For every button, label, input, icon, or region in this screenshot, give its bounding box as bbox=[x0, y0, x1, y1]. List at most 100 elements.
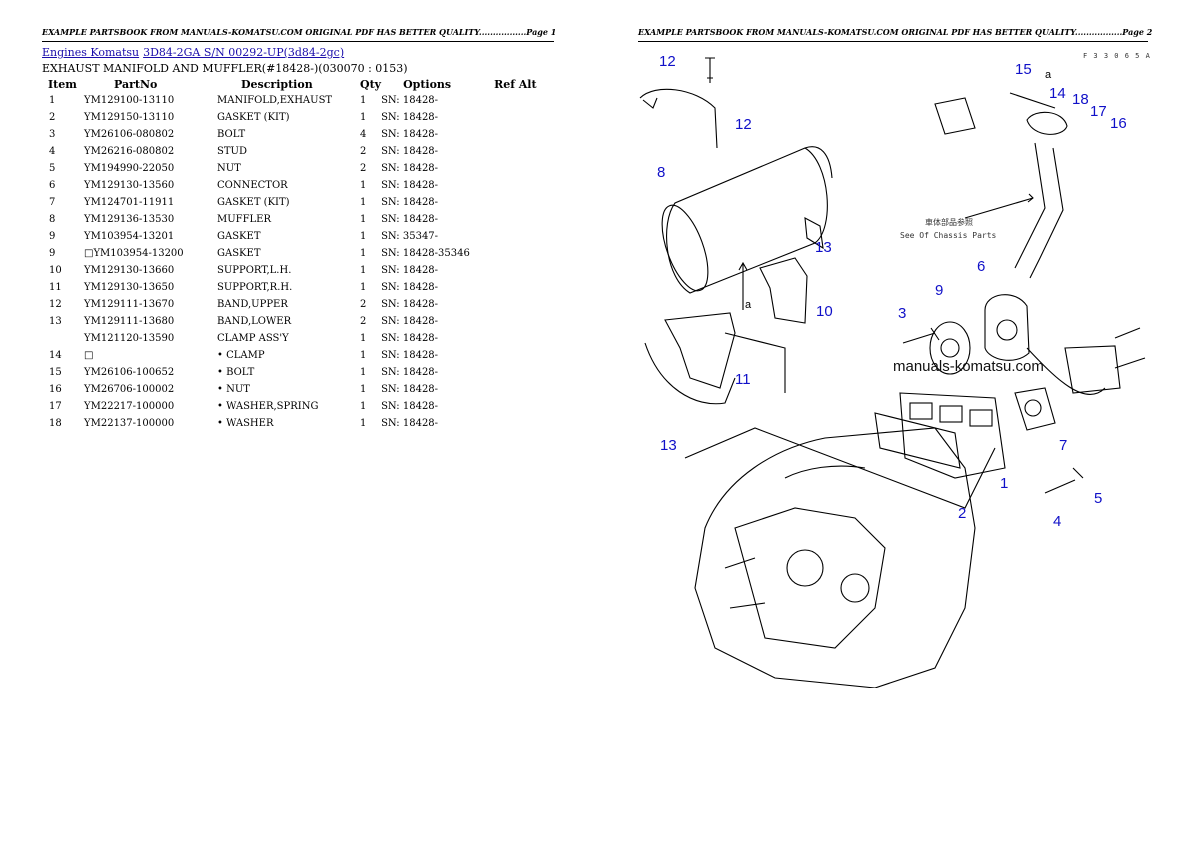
cell-options: SN: 18428- bbox=[381, 265, 439, 276]
cell-qty: 1 bbox=[360, 197, 367, 208]
header-item: Item bbox=[48, 77, 77, 91]
cell-ref-alt bbox=[494, 143, 544, 160]
cell-partno: YM121120-13590 bbox=[84, 333, 175, 344]
cell-options: SN: 18428- bbox=[381, 401, 439, 412]
callout-8: 8 bbox=[657, 164, 665, 181]
cell-ref-alt bbox=[494, 109, 544, 126]
cell-ref-alt bbox=[494, 92, 544, 109]
gasket-2-shape bbox=[874, 412, 961, 469]
callout-11: 11 bbox=[735, 371, 751, 388]
cell-qty: 1 bbox=[360, 95, 367, 106]
callout-2: 2 bbox=[958, 505, 966, 522]
cell-item: 2 bbox=[49, 112, 56, 123]
breadcrumb-link-engines[interactable]: Engines Komatsu bbox=[42, 46, 140, 59]
cell-ref-alt bbox=[494, 228, 544, 245]
cell-description: MANIFOLD,EXHAUST bbox=[217, 95, 333, 106]
outlet-flange bbox=[1064, 345, 1121, 394]
cell-ref-alt bbox=[494, 347, 544, 364]
callout-6: 6 bbox=[977, 258, 985, 275]
cell-item: 1 bbox=[49, 95, 56, 106]
callout-18: 18 bbox=[1072, 91, 1089, 108]
callout-15: 15 bbox=[1015, 61, 1032, 78]
breadcrumb-link-model[interactable]: 3D84-2GA S/N 00292-UP(3d84-2gc) bbox=[143, 46, 345, 59]
cell-partno: YM26106-080802 bbox=[84, 129, 175, 140]
header-description: Description bbox=[241, 77, 313, 91]
cell-description: SUPPORT,R.H. bbox=[217, 282, 293, 293]
cell-description: MUFFLER bbox=[217, 214, 272, 225]
cell-description: STUD bbox=[217, 146, 247, 157]
cell-item: 8 bbox=[49, 214, 56, 225]
cell-qty: 1 bbox=[360, 418, 367, 429]
watermark: manuals-komatsu.com bbox=[893, 358, 1044, 375]
cell-qty: 1 bbox=[360, 282, 367, 293]
bolt-shape bbox=[705, 57, 715, 83]
cell-qty: 2 bbox=[360, 316, 367, 327]
callout-13-right: 13 bbox=[815, 239, 832, 256]
cell-options: SN: 18428- bbox=[381, 299, 439, 310]
callout-14: 14 bbox=[1049, 85, 1066, 102]
header-ref-alt: Ref Alt bbox=[494, 77, 537, 91]
cell-partno: YM22137-100000 bbox=[84, 418, 175, 429]
diagram-lines bbox=[639, 57, 1146, 688]
cell-description: • BOLT bbox=[217, 367, 255, 378]
cell-item: 10 bbox=[49, 265, 62, 276]
cell-options: SN: 18428- bbox=[381, 180, 439, 191]
header-partno: PartNo bbox=[114, 77, 158, 91]
cell-partno: YM129130-13560 bbox=[84, 180, 175, 191]
cell-qty: 2 bbox=[360, 146, 367, 157]
drawing-code: F 3 3 0 6 5 A bbox=[1083, 52, 1151, 60]
cell-partno: YM129130-13650 bbox=[84, 282, 175, 293]
page-banner: EXAMPLE PARTSBOOK FROM MANUALS-KOMATSU.C… bbox=[638, 27, 1152, 42]
cell-options: SN: 18428- bbox=[381, 333, 439, 344]
cell-description: SUPPORT,L.H. bbox=[217, 265, 292, 276]
cell-options: SN: 18428- bbox=[381, 112, 439, 123]
cell-partno: YM129130-13660 bbox=[84, 265, 175, 276]
connector-shape bbox=[984, 294, 1030, 361]
cell-qty: 2 bbox=[360, 299, 367, 310]
lower-band-bottom bbox=[644, 342, 736, 405]
cell-description: GASKET bbox=[217, 248, 261, 259]
cell-item: 18 bbox=[49, 418, 62, 429]
cell-partno: YM26216-080802 bbox=[84, 146, 175, 157]
cell-partno: □YM103954-13200 bbox=[84, 248, 184, 259]
cell-description: GASKET bbox=[217, 231, 261, 242]
cell-item: 3 bbox=[49, 129, 56, 140]
cell-ref-alt bbox=[494, 296, 544, 313]
right-page: EXAMPLE PARTSBOOK FROM MANUALS-KOMATSU.C… bbox=[595, 0, 1190, 842]
cell-description: CLAMP ASS'Y bbox=[217, 333, 289, 344]
cell-ref-alt bbox=[494, 194, 544, 211]
cell-qty: 4 bbox=[360, 129, 367, 140]
cell-options: SN: 18428- bbox=[381, 350, 439, 361]
stud-4-shape bbox=[1044, 467, 1084, 494]
cell-item: 9 bbox=[49, 248, 56, 259]
cell-description: BAND,LOWER bbox=[217, 316, 292, 327]
cell-partno: YM26106-100652 bbox=[84, 367, 175, 378]
cell-options: SN: 18428- bbox=[381, 163, 439, 174]
page-banner: EXAMPLE PARTSBOOK FROM MANUALS-KOMATSU.C… bbox=[42, 27, 556, 42]
cell-qty: 1 bbox=[360, 180, 367, 191]
cell-item: 11 bbox=[49, 282, 62, 293]
cell-description: • CLAMP bbox=[217, 350, 265, 361]
cell-qty: 1 bbox=[360, 384, 367, 395]
cell-item: 5 bbox=[49, 163, 56, 174]
cell-options: SN: 18428- bbox=[381, 197, 439, 208]
cell-options: SN: 18428-35346 bbox=[381, 248, 470, 259]
arrow-label-a: a bbox=[745, 299, 752, 311]
arrow-a bbox=[738, 261, 748, 310]
cell-options: SN: 18428- bbox=[381, 282, 439, 293]
callout-12-top: 12 bbox=[659, 53, 676, 70]
cell-ref-alt bbox=[494, 245, 544, 262]
callout-4: 4 bbox=[1053, 513, 1061, 530]
